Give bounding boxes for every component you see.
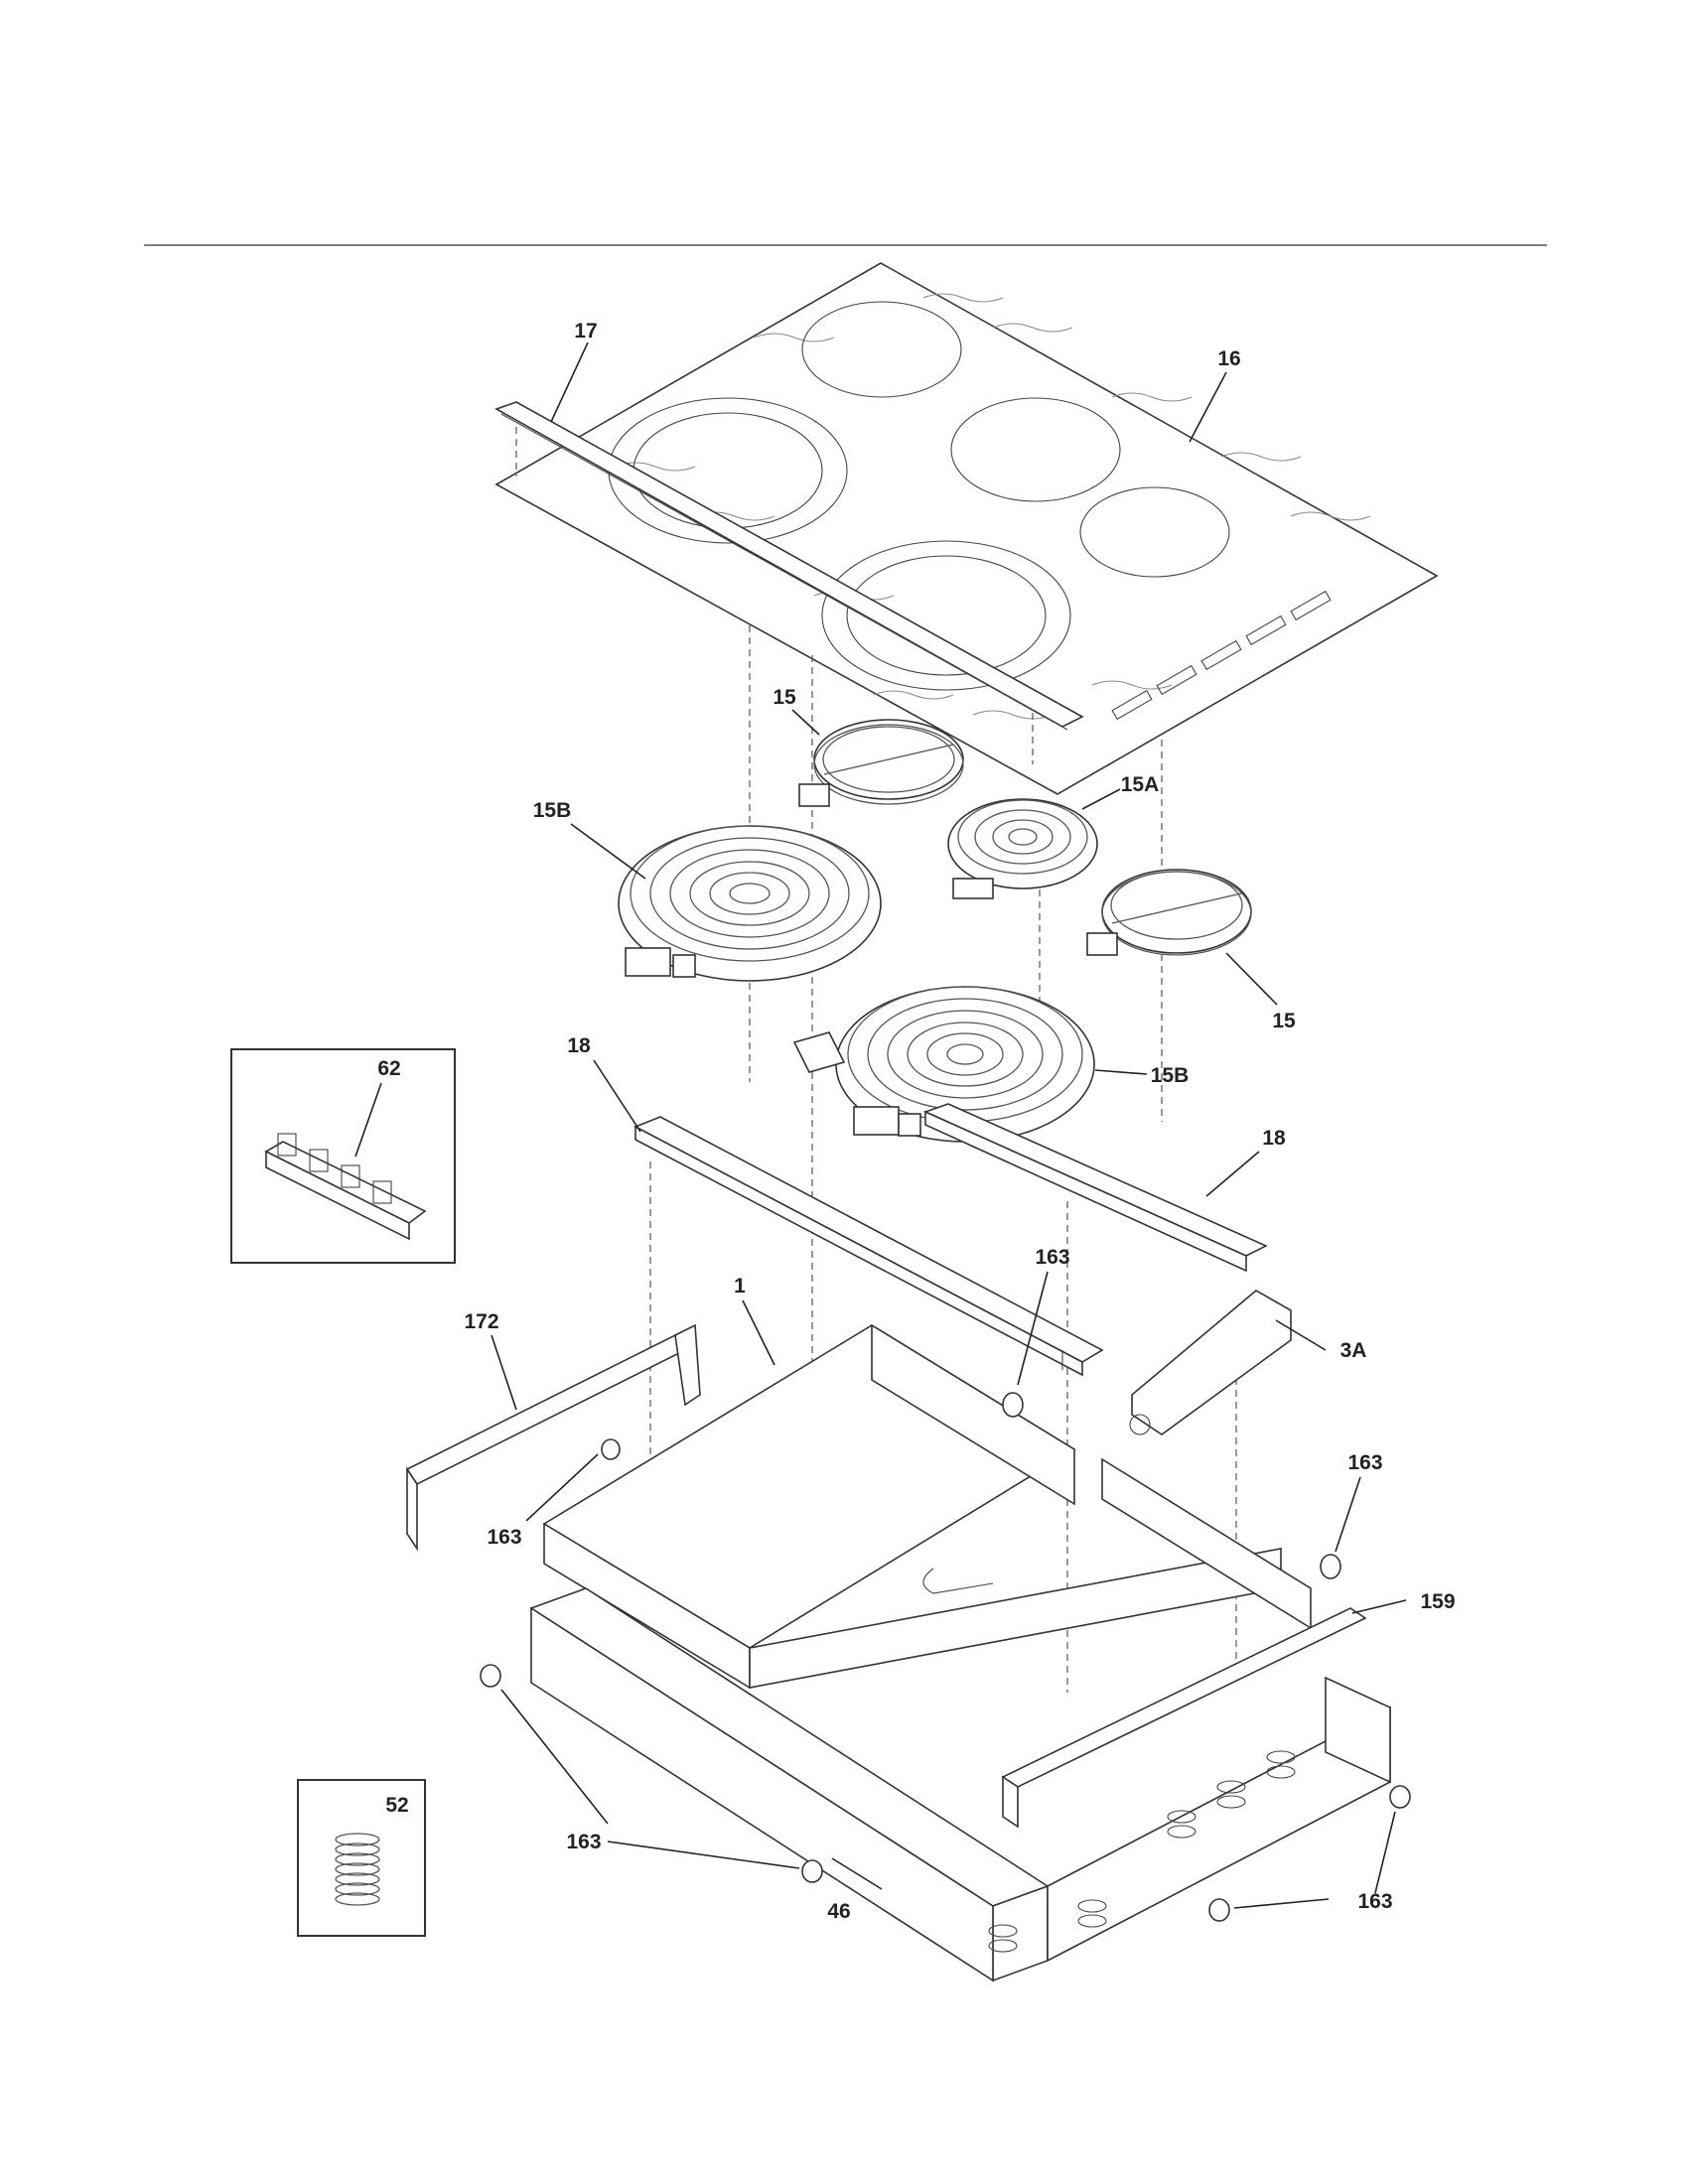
leader-lines	[491, 341, 1407, 1909]
callout-52: 52	[385, 1794, 408, 1817]
callout-46: 46	[827, 1900, 850, 1923]
bracket-left-part	[633, 1116, 1104, 1377]
glass-cooktop-part	[494, 262, 1439, 795]
side-bracket-part	[405, 1323, 701, 1552]
radiant-element-dual-small	[947, 798, 1098, 899]
radiant-element-dual-right	[792, 986, 1095, 1143]
callout-163-lower-right: 163	[1357, 1890, 1392, 1913]
radiant-element-small-right	[1086, 869, 1252, 956]
bracket-right-part	[922, 1103, 1268, 1273]
callout-15a: 15A	[1121, 773, 1160, 796]
radiant-element-dual-left	[618, 825, 882, 982]
callout-163-lower-left: 163	[566, 1831, 601, 1853]
callout-163-left: 163	[487, 1526, 521, 1549]
callout-172: 172	[464, 1310, 498, 1333]
inset-terminal-block	[230, 1048, 456, 1264]
inset-spring	[297, 1779, 426, 1937]
bracket-3a-part	[1129, 1290, 1292, 1435]
callout-1: 1	[734, 1275, 746, 1297]
callout-159: 159	[1420, 1590, 1455, 1613]
callout-15b-left: 15B	[533, 799, 572, 822]
callout-163-upper: 163	[1035, 1246, 1069, 1269]
bumper-parts	[480, 1392, 1411, 1922]
callout-18-right: 18	[1262, 1127, 1286, 1150]
trim-strip-part	[494, 401, 1084, 764]
callout-3a: 3A	[1340, 1339, 1367, 1362]
callout-15-upper: 15	[773, 686, 796, 709]
pan-box-part	[542, 1323, 1312, 1690]
callout-15-right: 15	[1272, 1010, 1296, 1032]
callout-17: 17	[574, 320, 597, 342]
callout-62: 62	[377, 1057, 400, 1080]
callout-15b-right: 15B	[1151, 1064, 1190, 1087]
radiant-element-small-upper	[798, 719, 964, 807]
callout-18-left: 18	[567, 1034, 591, 1057]
callout-16: 16	[1217, 347, 1240, 370]
callout-163-right-upper: 163	[1347, 1451, 1382, 1474]
bracket-159-part	[1001, 1607, 1367, 1829]
